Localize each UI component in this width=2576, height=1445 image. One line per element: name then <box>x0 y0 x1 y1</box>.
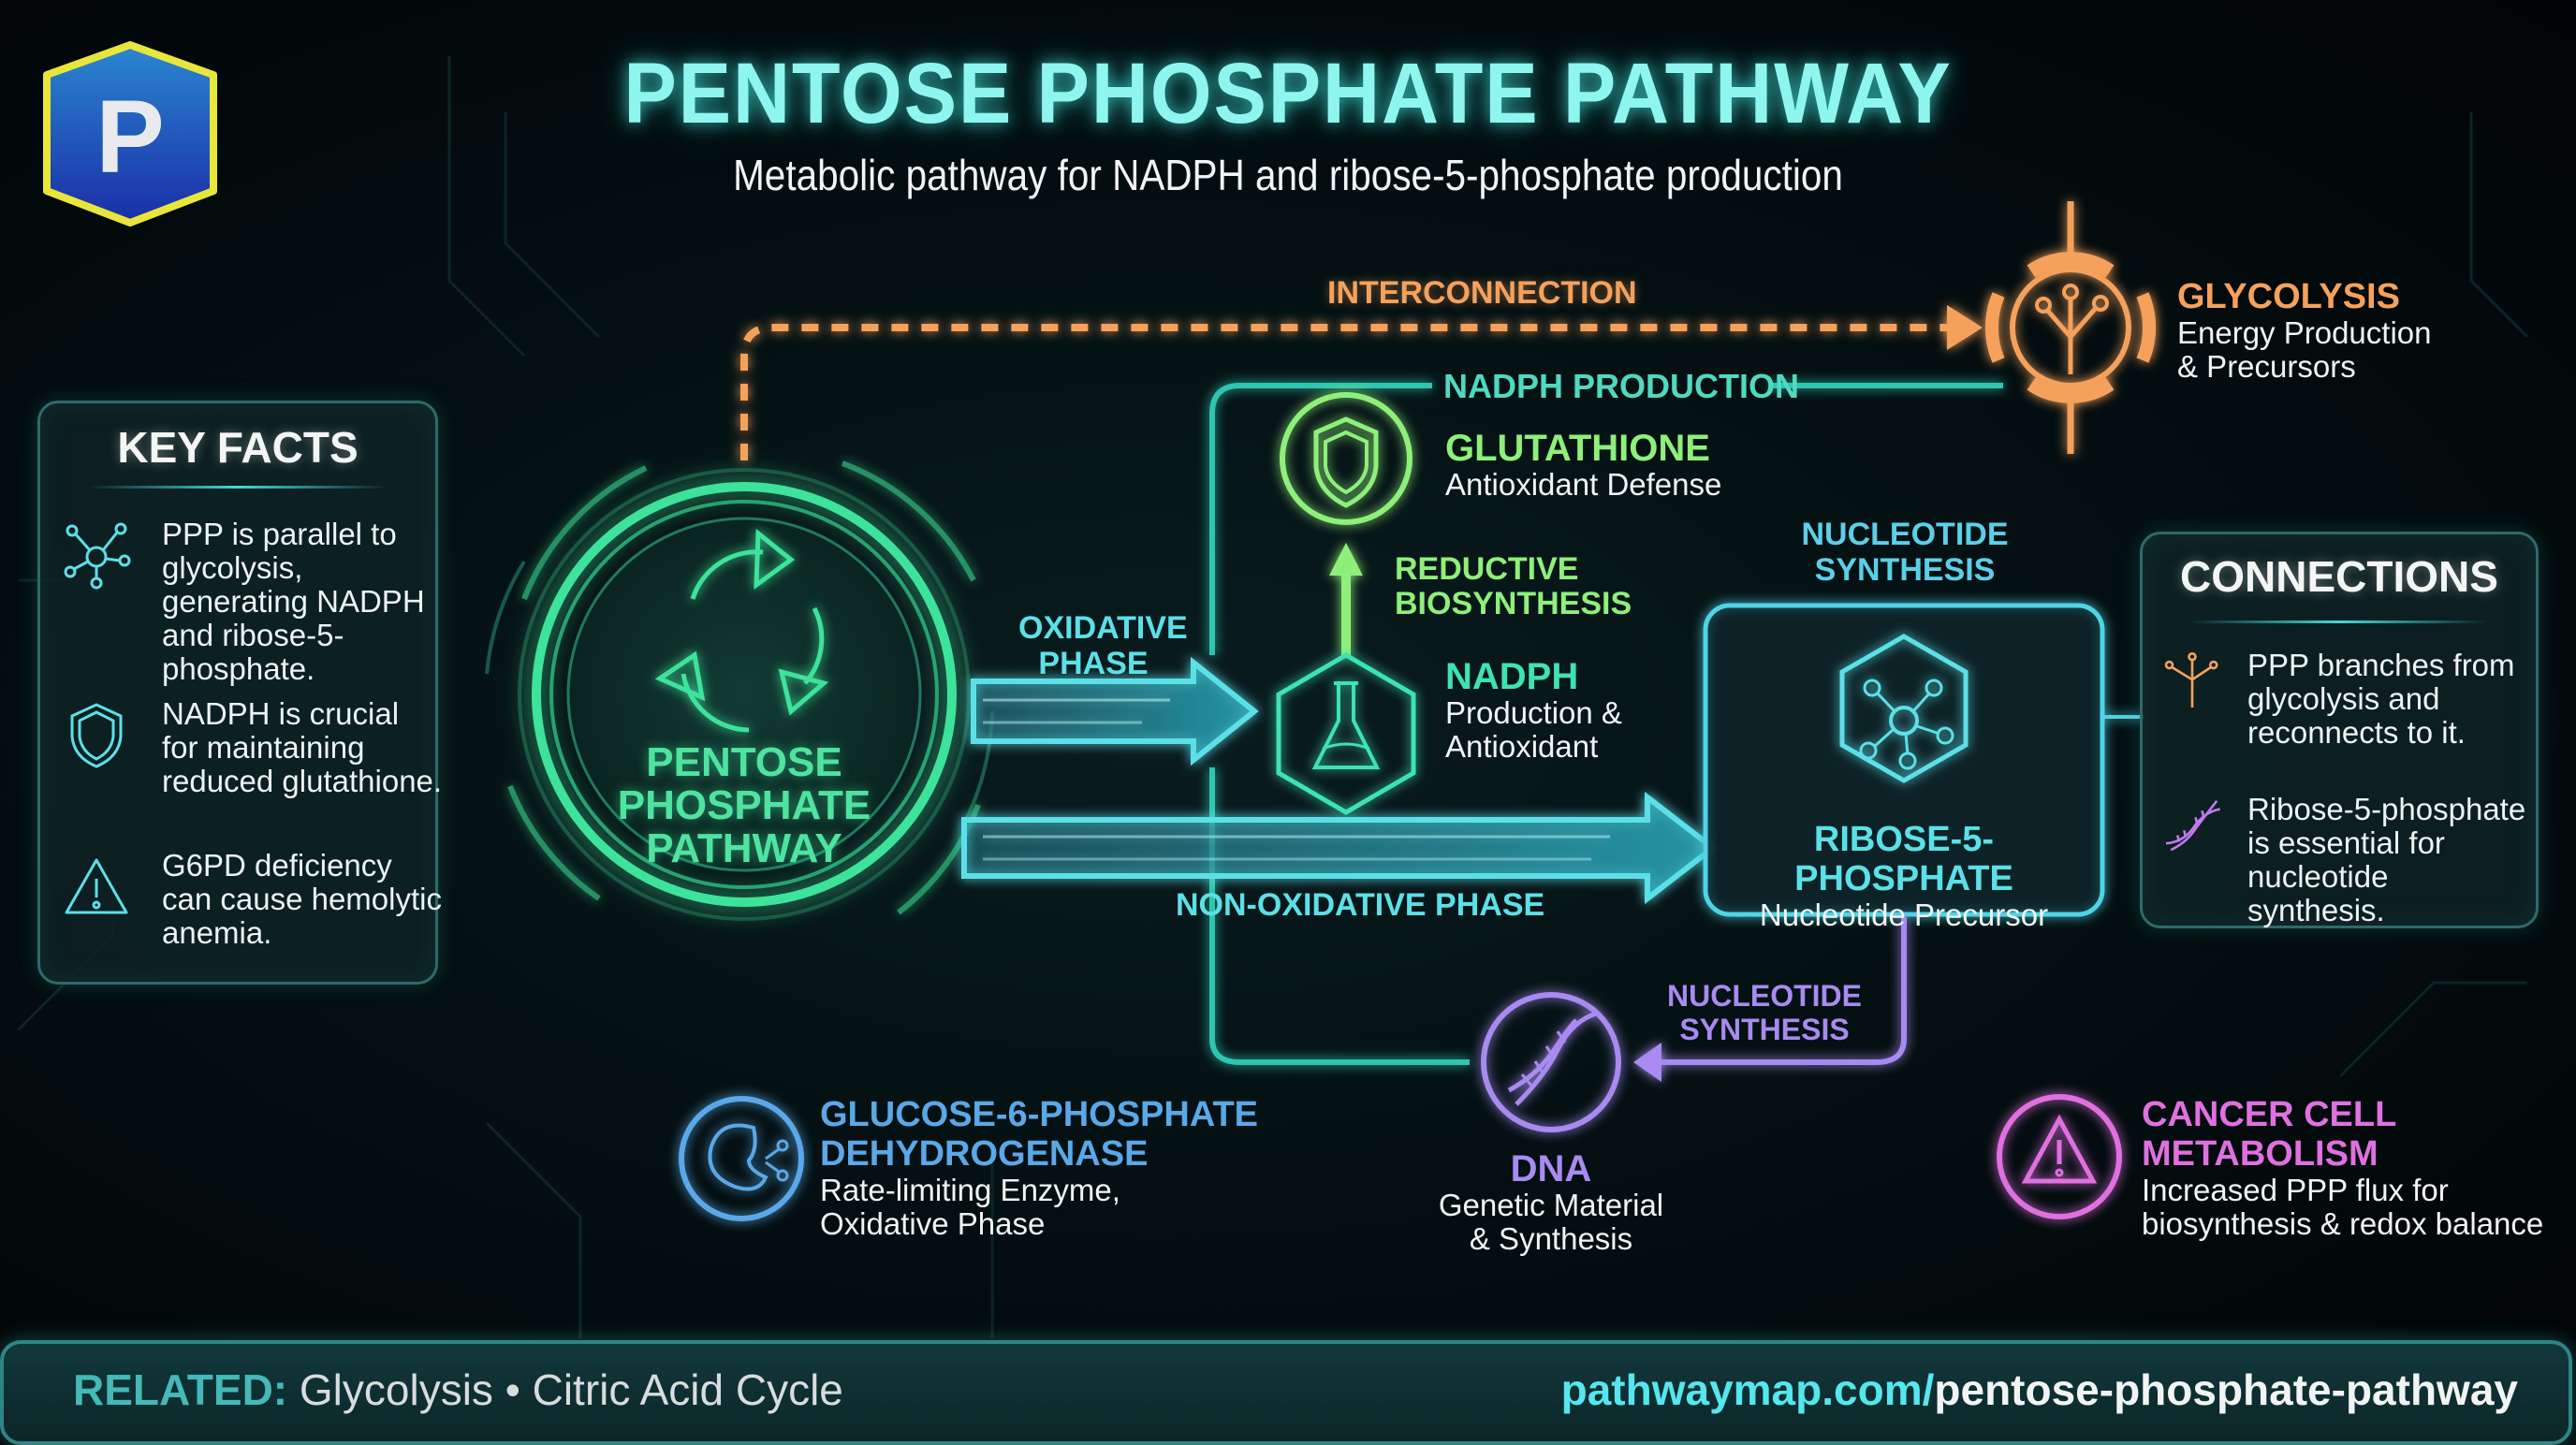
key-fact-text: NADPH is crucial for maintaining reduced… <box>162 696 443 798</box>
dna-sub: & Synthesis <box>1469 1221 1633 1256</box>
connections-divider <box>2189 620 2489 623</box>
page-subtitle: Metabolic pathway for NADPH and ribose-5… <box>733 151 1843 199</box>
related-links: RELATED: Glycolysis • Citric Acid Cycle <box>73 1365 843 1415</box>
app-logo[interactable]: P <box>39 41 221 228</box>
nucleotide-line: NUCLEOTIDE <box>1801 517 2009 552</box>
ribose5p-node[interactable]: RIBOSE-5-PHOSPHATE Nucleotide Precursor <box>1705 820 2102 932</box>
page-title: PENTOSE PHOSPHATE PATHWAY <box>623 46 1953 141</box>
shield-icon <box>70 703 123 768</box>
dna-icon <box>2165 799 2221 852</box>
url-path: pentose-phosphate-pathway <box>1934 1365 2518 1414</box>
molecule-icon <box>64 522 131 590</box>
dna-title: DNA <box>1510 1148 1592 1190</box>
connection-item: PPP branches from glycolysis and reconne… <box>2159 649 2528 750</box>
ppp-label-line: PENTOSE <box>646 739 842 785</box>
nadph-sub: Production & <box>1445 695 1622 730</box>
glutathione-node[interactable]: GLUTATHIONE Antioxidant Defense <box>1445 429 1721 502</box>
glutathione-title: GLUTATHIONE <box>1445 428 1710 469</box>
g6pd-sub: Oxidative Phase <box>820 1206 1046 1241</box>
glycolysis-title: GLYCOLYSIS <box>2177 277 2400 316</box>
glycolysis-node[interactable]: GLYCOLYSIS Energy Production & Precursor… <box>2177 277 2432 384</box>
connections-title: CONNECTIONS <box>2180 552 2498 601</box>
nucleotide-synthesis-bottom-label: NUCLEOTIDE SYNTHESIS <box>1657 979 1872 1046</box>
nucleotide-synthesis-top-label: NUCLEOTIDE SYNTHESIS <box>1797 517 2012 588</box>
glycolysis-node-icon <box>1984 201 2157 454</box>
nadph-flask-icon <box>1276 652 1416 815</box>
nucleotide-line: SYNTHESIS <box>1814 552 1996 588</box>
recycle-cycle-icon <box>654 528 829 733</box>
connection-item: Ribose-5-phosphate is essential for nucl… <box>2159 793 2528 927</box>
branch-icon <box>2164 651 2218 708</box>
warning-icon <box>65 858 128 914</box>
key-fact-item: NADPH is crucial for maintaining reduced… <box>59 697 443 798</box>
interconnection-arrow <box>740 305 1983 460</box>
nadph-title: NADPH <box>1445 656 1579 697</box>
ppp-label-line: PHOSPHATE <box>617 782 871 828</box>
related-items[interactable]: Glycolysis • Citric Acid Cycle <box>299 1365 843 1414</box>
key-fact-item: PPP is parallel to glycolysis, generatin… <box>59 518 443 686</box>
glycolysis-sub: Energy Production <box>2177 315 2432 350</box>
interconnection-label: INTERCONNECTION <box>1327 275 1637 311</box>
dna-sub: Genetic Material <box>1438 1188 1664 1222</box>
oxidative-phase-line: OXIDATIVE <box>1018 610 1188 646</box>
cancer-warning-icon <box>1997 1094 2122 1219</box>
url-domain: pathwaymap.com/ <box>1560 1365 1935 1414</box>
nadph-production-frame <box>1209 383 2003 1065</box>
ribose-molecule-icon <box>1839 634 1969 783</box>
g6pd-node[interactable]: GLUCOSE-6-PHOSPHATE DEHYDROGENASE Rate-l… <box>820 1095 1258 1241</box>
footer-bar: RELATED: Glycolysis • Citric Acid Cycle … <box>0 1340 2572 1445</box>
oxidative-phase-line: PHASE <box>1038 646 1149 681</box>
key-fact-text: G6PD deficiency can cause hemolytic anem… <box>162 848 442 950</box>
nadph-production-label: NADPH PRODUCTION <box>1443 367 1800 405</box>
nucleotide-synthesis-arrow <box>1633 917 1907 1082</box>
cancer-title: METABOLISM <box>2142 1134 2378 1174</box>
related-label: RELATED: <box>73 1365 288 1414</box>
ppp-center-label: PENTOSE PHOSPHATE PATHWAY <box>580 741 908 870</box>
logo-letter: P <box>95 80 164 195</box>
connection-text: PPP branches from glycolysis and reconne… <box>2247 648 2515 750</box>
glycolysis-sub: & Precursors <box>2177 349 2356 384</box>
g6pd-sub: Rate-limiting Enzyme, <box>820 1173 1120 1207</box>
key-fact-text: PPP is parallel to glycolysis, generatin… <box>162 517 425 686</box>
cancer-title: CANCER CELL <box>2142 1095 2397 1134</box>
key-fact-item: G6PD deficiency can cause hemolytic anem… <box>59 849 443 950</box>
dna-icon <box>1481 992 1621 1132</box>
nucleotide-line: NUCLEOTIDE <box>1667 979 1862 1013</box>
key-facts-panel: KEY FACTS PPP is parallel to glycolysis,… <box>37 401 442 985</box>
oxidative-phase-arrow <box>971 656 1259 766</box>
glutathione-shield-icon <box>1280 392 1412 525</box>
key-facts-title: KEY FACTS <box>117 423 359 472</box>
nadph-sub: Antioxidant <box>1445 729 1599 764</box>
ribose5p-sub: Nucleotide Precursor <box>1759 898 2049 932</box>
non-oxidative-phase-arrow <box>961 791 1718 905</box>
ppp-label-line: PATHWAY <box>646 825 842 871</box>
connection-text: Ribose-5-phosphate is essential for nucl… <box>2247 792 2526 927</box>
reductive-biosynthesis-arrow <box>1329 543 1363 655</box>
key-facts-divider <box>87 486 388 489</box>
footer-url[interactable]: pathwaymap.com/pentose-phosphate-pathway <box>1561 1365 2518 1415</box>
non-oxidative-phase-label: NON-OXIDATIVE PHASE <box>1176 887 1545 923</box>
g6pd-title: DEHYDROGENASE <box>820 1134 1149 1174</box>
nucleotide-line: SYNTHESIS <box>1679 1013 1850 1046</box>
cancer-sub: biosynthesis & redox balance <box>2142 1206 2544 1241</box>
cancer-node[interactable]: CANCER CELL METABOLISM Increased PPP flu… <box>2142 1095 2543 1241</box>
g6pd-enzyme-icon <box>679 1096 804 1221</box>
reductive-line: REDUCTIVE <box>1395 551 1579 587</box>
connections-panel: CONNECTIONS PPP branches from glycolysis… <box>2140 532 2539 928</box>
ribose5p-title: RIBOSE-5-PHOSPHATE <box>1794 820 2013 898</box>
oxidative-phase-label: OXIDATIVE PHASE <box>1018 610 1188 681</box>
ppp-core-rings <box>485 460 994 921</box>
nadph-node[interactable]: NADPH Production & Antioxidant <box>1445 657 1622 764</box>
dna-node[interactable]: DNA Genetic Material & Synthesis <box>1404 1149 1698 1256</box>
g6pd-title: GLUCOSE-6-PHOSPHATE <box>820 1095 1259 1134</box>
reductive-biosynthesis-label: REDUCTIVE BIOSYNTHESIS <box>1395 552 1632 621</box>
glutathione-sub: Antioxidant Defense <box>1445 467 1722 502</box>
reductive-line: BIOSYNTHESIS <box>1395 586 1632 621</box>
cancer-sub: Increased PPP flux for <box>2142 1173 2449 1207</box>
